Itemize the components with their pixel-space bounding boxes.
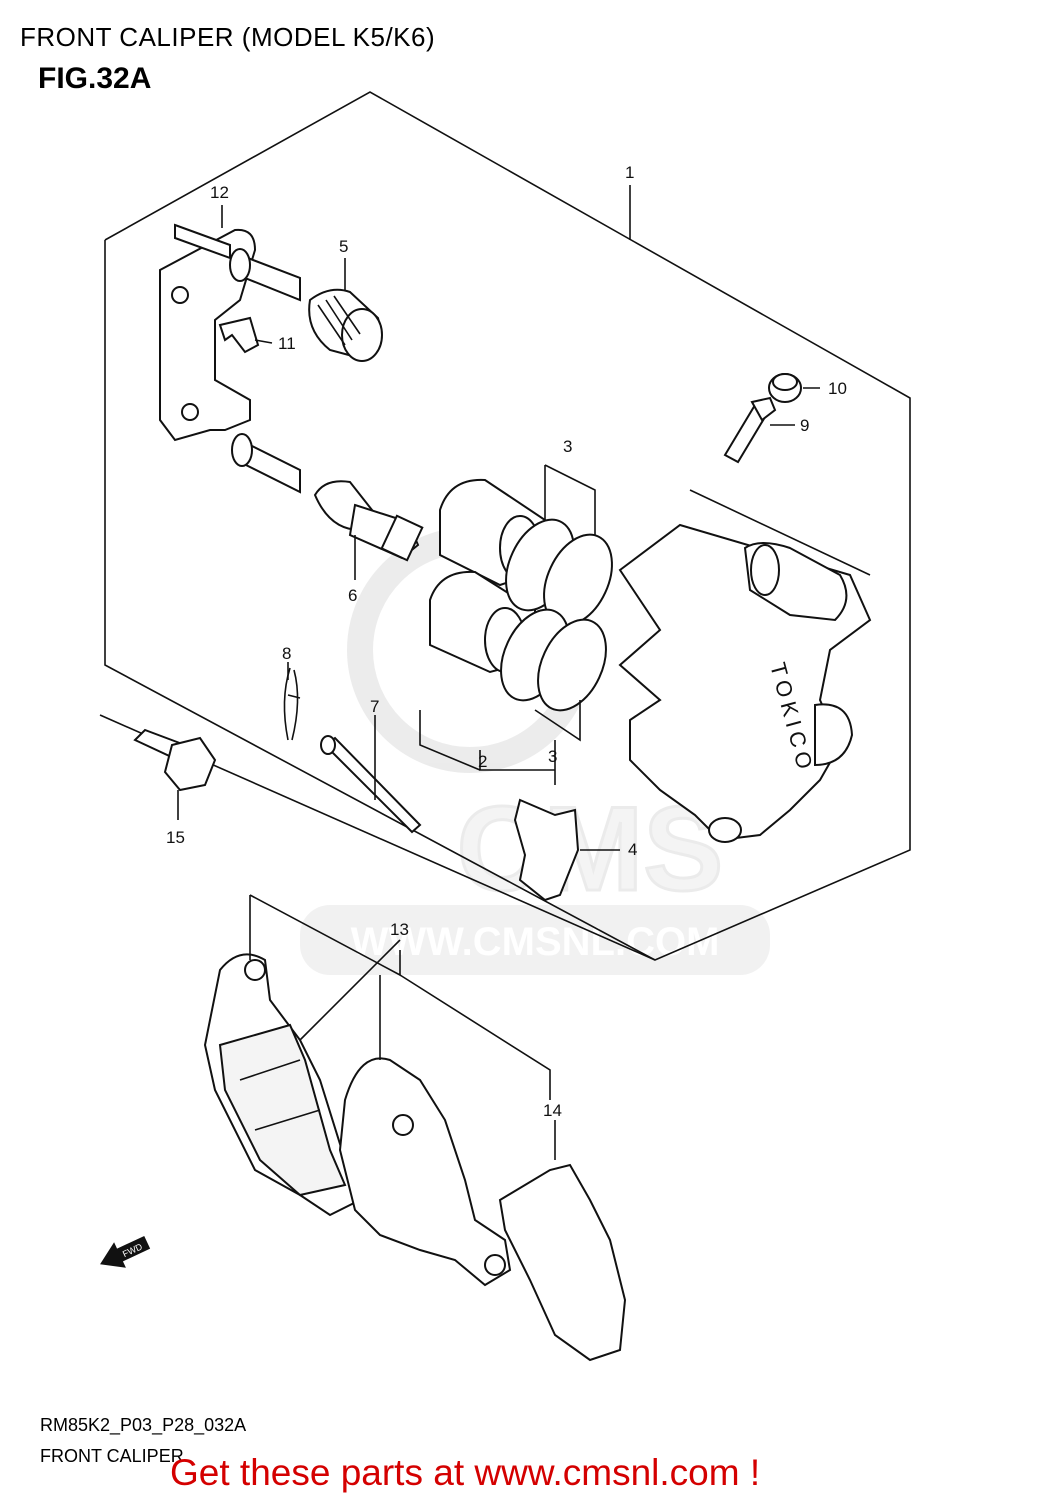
callout-11: 11 — [278, 334, 296, 353]
watermark-url: WWW.CMSNL.COM — [351, 920, 720, 964]
leader-lines — [177, 185, 820, 1160]
callout-3-lower: 3 — [548, 747, 557, 766]
part-14-shim — [498, 1163, 627, 1362]
watermark-brand: CMS — [457, 782, 724, 916]
callout-8: 8 — [282, 644, 291, 663]
callout-5: 5 — [339, 237, 348, 256]
part-15-bolt — [133, 728, 217, 792]
callout-4: 4 — [628, 840, 637, 859]
part-12-bracket — [159, 223, 301, 494]
promo-link[interactable]: Get these parts at www.cmsnl.com ! — [170, 1452, 761, 1493]
forward-arrow-icon: FWD — [100, 1235, 151, 1268]
part-10-cap — [768, 373, 802, 403]
part-13-pad-backing — [338, 1057, 512, 1287]
part-3-seals — [500, 464, 613, 742]
callout-9: 9 — [800, 416, 809, 435]
callout-2: 2 — [478, 752, 487, 771]
part-8-clip — [283, 667, 301, 741]
callout-1: 1 — [625, 163, 634, 182]
callout-10: 10 — [828, 379, 847, 398]
diagram-code: RM85K2_P03_P28_032A — [40, 1415, 247, 1435]
part-7-pin — [320, 735, 422, 834]
assembly-outline — [104, 91, 911, 961]
caliper-leader — [689, 489, 871, 576]
diagram-title: FRONT CALIPER (MODEL K5/K6) — [20, 22, 436, 52]
callout-13: 13 — [390, 920, 409, 939]
part-13-pad — [203, 953, 362, 1217]
part-5-boot — [308, 288, 383, 362]
figure-number: FIG.32A — [38, 62, 152, 95]
callout-7: 7 — [370, 697, 379, 716]
watermark: WWW.CMSNL.COM CMS — [300, 527, 770, 975]
part-4-spring — [513, 798, 580, 902]
callout-12: 12 — [210, 183, 229, 202]
callout-3-upper: 3 — [563, 437, 572, 456]
part-9-bleeder — [723, 396, 777, 464]
callout-14: 14 — [543, 1101, 562, 1120]
callout-6: 6 — [348, 586, 357, 605]
caliper-body: TOKICO — [618, 523, 872, 843]
part-6-pin — [313, 480, 424, 562]
diagram-name: FRONT CALIPER — [40, 1446, 184, 1466]
callout-15: 15 — [166, 828, 185, 847]
part-11-clip — [218, 316, 260, 354]
